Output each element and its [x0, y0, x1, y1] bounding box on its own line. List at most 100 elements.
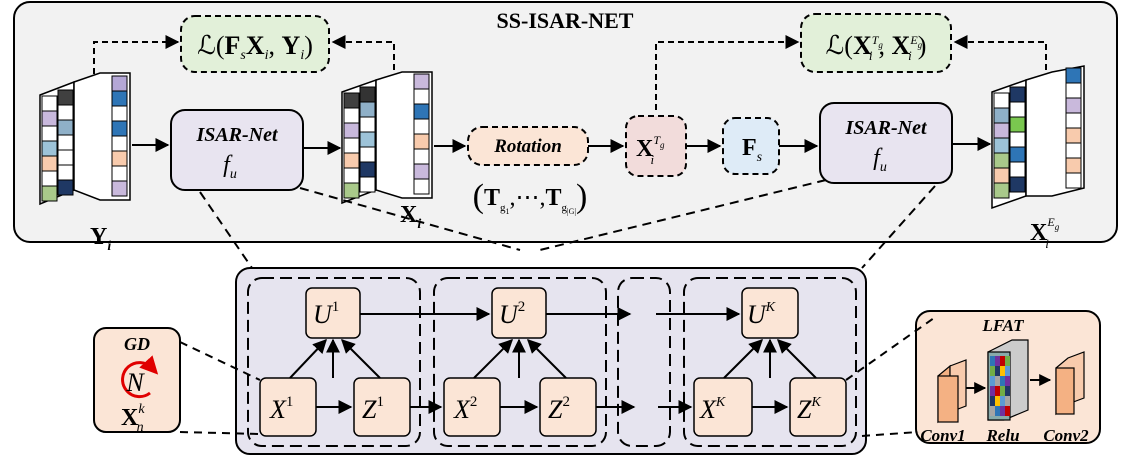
relu-cell — [990, 406, 995, 416]
matrix-cell — [111, 105, 128, 122]
matrix-cell — [1065, 172, 1082, 189]
matrix-cell — [111, 75, 128, 92]
relu-cell — [1000, 386, 1005, 396]
relu-cell — [995, 356, 1000, 366]
relu-cell — [1005, 386, 1010, 396]
matrix-cell — [1009, 116, 1026, 133]
zoom-line-1b — [299, 187, 521, 251]
node-u1-label: U1 — [313, 299, 339, 329]
node-u2-label: U2 — [499, 299, 525, 329]
matrix-cell — [1065, 67, 1082, 84]
matrix-cell — [993, 92, 1010, 109]
matrix-cell — [359, 161, 376, 178]
matrix-cell — [1065, 127, 1082, 144]
matrix-cell — [359, 86, 376, 103]
loss-box-right — [800, 13, 952, 73]
stage-1-box — [247, 277, 421, 447]
matrix-cell — [57, 89, 74, 106]
matrix-cell — [57, 134, 74, 151]
matrix-cell — [359, 131, 376, 148]
relu-cell — [990, 376, 995, 386]
relu-cell — [990, 366, 995, 376]
fs-label: Fs — [742, 135, 763, 165]
relu-cell — [990, 356, 995, 366]
matrix-cell — [111, 120, 128, 137]
matrix-cell — [413, 178, 430, 195]
relu-cell — [1000, 366, 1005, 376]
lfat-link-bottom — [861, 431, 919, 437]
matrix-cell — [1009, 86, 1026, 103]
isarnet-box-1 — [170, 109, 304, 191]
matrix-cell — [1065, 157, 1082, 174]
zoom-line-1a — [199, 191, 253, 269]
node-x1-label: X1 — [269, 394, 293, 424]
matrix-cell — [359, 146, 376, 163]
matrix-cell — [1065, 142, 1082, 159]
panel-title: SS-ISAR-NET — [497, 8, 634, 33]
loss-left-text: ℒ(FsXi, Yi) — [197, 31, 313, 63]
isarnet1-fu: fu — [223, 152, 237, 182]
matrix-cell — [993, 182, 1010, 199]
lfat-relu-label: Relu — [985, 426, 1019, 445]
dash-arrow-y-to-loss — [93, 35, 180, 84]
relu-cell — [995, 386, 1000, 396]
relu-cell — [1005, 396, 1010, 406]
node-uk — [741, 287, 799, 339]
matrix-cell — [41, 110, 58, 127]
zoom-line-2b — [861, 185, 936, 269]
matrix-cell — [993, 107, 1010, 124]
matrix-cell — [57, 119, 74, 136]
matrix-cell — [41, 155, 58, 172]
stage-2-box — [433, 277, 607, 447]
matrix-x-cells — [343, 73, 430, 199]
matrix-cell — [413, 73, 430, 90]
rotation-set: (Tg1,⋯,Tg|G|) — [473, 178, 588, 216]
relu-cell — [1005, 366, 1010, 376]
gd-link-top — [179, 341, 261, 381]
rotation-box — [467, 126, 589, 166]
relu-cell — [1005, 406, 1010, 416]
matrix-y-cells — [41, 75, 128, 202]
node-x2-label: X2 — [453, 394, 477, 424]
relu-cell — [1000, 406, 1005, 416]
matrix-cell — [343, 167, 360, 184]
matrix-xeg-cells — [993, 67, 1082, 199]
matrix-cell — [343, 182, 360, 199]
matrix-cell — [413, 163, 430, 180]
matrix-cell — [413, 103, 430, 120]
stage-k-box — [683, 277, 857, 447]
matrix-cell — [41, 140, 58, 157]
matrix-cell — [343, 137, 360, 154]
matrix-cell — [111, 180, 128, 197]
matrix-cell — [41, 170, 58, 187]
dash-arrow-xeg-to-loss — [953, 35, 1047, 80]
matrix-cell — [1065, 82, 1082, 99]
label-x: Xi — [400, 202, 421, 232]
isarnet2-fu: fu — [873, 145, 887, 175]
node-zk-label: ZK — [797, 395, 821, 424]
loss-box-left — [180, 15, 330, 73]
dash-arrow-x-to-loss — [331, 35, 395, 80]
relu-cell — [1000, 376, 1005, 386]
relu-cell — [1005, 356, 1010, 366]
matrix-cell — [993, 167, 1010, 184]
zoom-line-2a — [539, 179, 827, 251]
node-zk — [789, 377, 847, 437]
matrix-cell — [413, 148, 430, 165]
dash-arrow-xtg-to-loss — [655, 35, 800, 110]
matrix-cell — [111, 135, 128, 152]
relu-cell — [995, 396, 1000, 406]
conv2-block — [1055, 351, 1085, 416]
isarnet2-label: ISAR-Net — [844, 117, 928, 139]
matrix-cell — [57, 104, 74, 121]
relu-cell — [1005, 376, 1010, 386]
matrix-cell — [993, 137, 1010, 154]
matrix-cell — [343, 92, 360, 109]
conv1-block — [937, 359, 967, 424]
stage-gap-box — [617, 277, 671, 447]
matrix-cell — [1009, 131, 1026, 148]
matrix-cell — [41, 185, 58, 202]
